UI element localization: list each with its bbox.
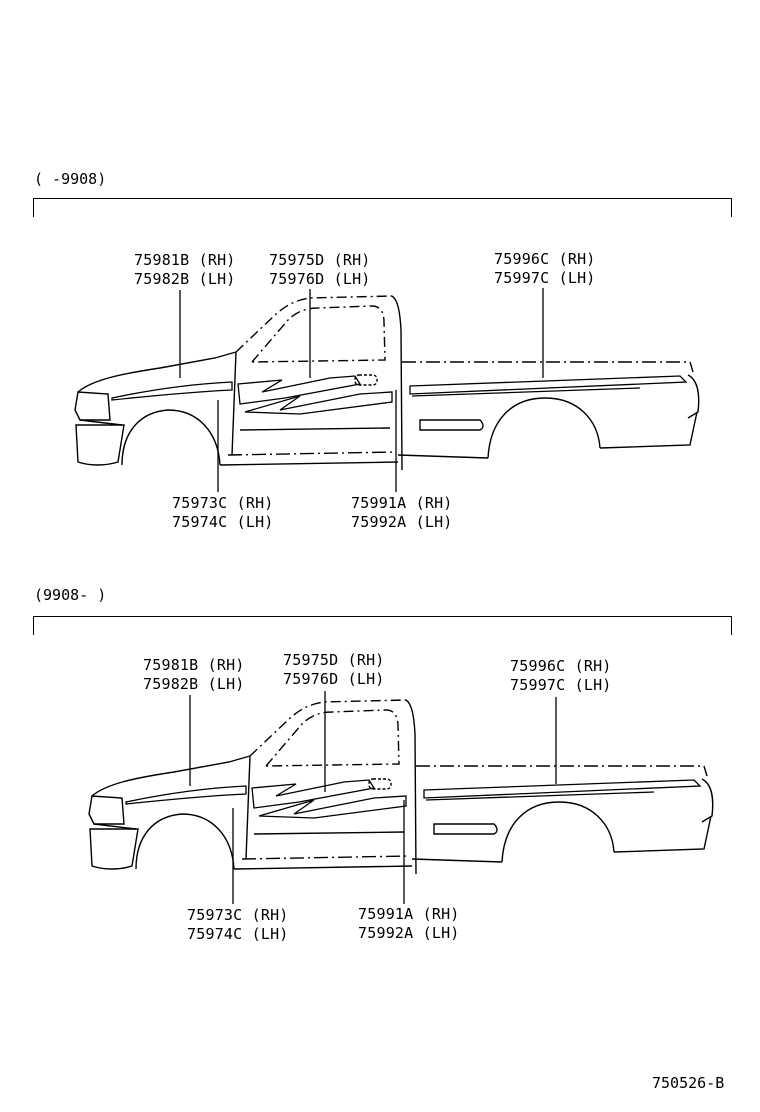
panel1-callout-bed: 75996C (RH) 75997C (LH)	[494, 250, 596, 288]
panel1-callout-pillar: 75991A (RH) 75992A (LH)	[351, 494, 453, 532]
panel1-bracket	[33, 198, 732, 217]
panel2-callout-fender: 75973C (RH) 75974C (LH)	[187, 906, 289, 944]
panel2-callout-bed: 75996C (RH) 75997C (LH)	[510, 657, 612, 695]
panel2-callout-door: 75975D (RH) 75976D (LH)	[283, 651, 385, 689]
part-number: 75976D (LH)	[283, 670, 385, 688]
diagram-code: 750526-B	[652, 1074, 725, 1092]
panel2-callout-pillar: 75991A (RH) 75992A (LH)	[358, 905, 460, 943]
part-number: 75981B (RH)	[134, 251, 236, 269]
part-number: 75975D (RH)	[283, 651, 385, 669]
part-number: 75996C (RH)	[510, 657, 612, 675]
part-number: 75992A (LH)	[351, 513, 453, 531]
part-number: 75992A (LH)	[358, 924, 460, 942]
panel2-range: (9908- )	[34, 586, 107, 604]
part-number: 75996C (RH)	[494, 250, 596, 268]
truck-side-view-2	[88, 699, 714, 875]
panel2-bracket	[33, 616, 732, 635]
part-number: 75997C (LH)	[494, 269, 596, 287]
part-number: 75982B (LH)	[134, 270, 236, 288]
part-number: 75976D (LH)	[269, 270, 371, 288]
part-number: 75973C (RH)	[172, 494, 274, 512]
part-number: 75973C (RH)	[187, 906, 289, 924]
panel1-callout-hood: 75981B (RH) 75982B (LH)	[134, 251, 236, 289]
panel1-range: ( -9908)	[34, 170, 107, 188]
panel2-callout-hood: 75981B (RH) 75982B (LH)	[143, 656, 245, 694]
part-number: 75975D (RH)	[269, 251, 371, 269]
panel1-callout-door: 75975D (RH) 75976D (LH)	[269, 251, 371, 289]
part-number: 75974C (LH)	[172, 513, 274, 531]
panel1-callout-fender: 75973C (RH) 75974C (LH)	[172, 494, 274, 532]
truck-side-view-1	[74, 295, 700, 471]
part-number: 75974C (LH)	[187, 925, 289, 943]
part-number: 75982B (LH)	[143, 675, 245, 693]
part-number: 75997C (LH)	[510, 676, 612, 694]
part-number: 75991A (RH)	[351, 494, 453, 512]
part-number: 75981B (RH)	[143, 656, 245, 674]
part-number: 75991A (RH)	[358, 905, 460, 923]
